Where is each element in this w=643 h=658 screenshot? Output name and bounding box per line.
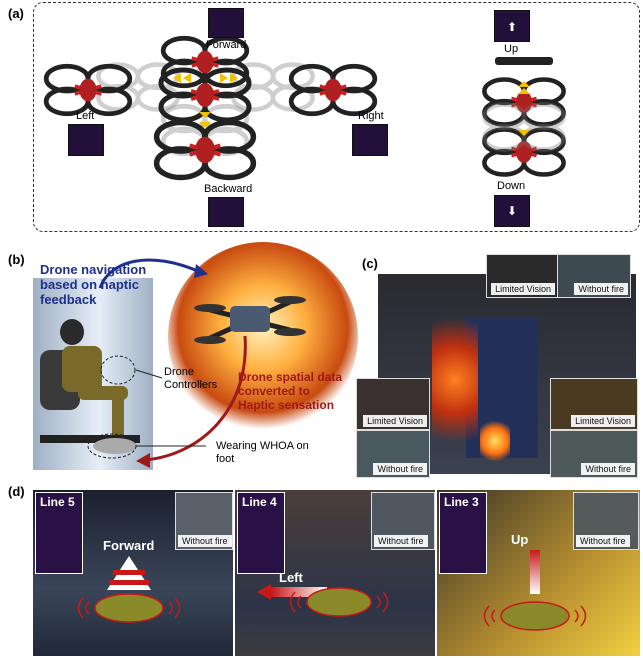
controllers-line2: Controllers [164, 379, 218, 391]
haptic-thumb-line3: Line 3 [439, 492, 487, 574]
panel-a-drone-illustration [33, 2, 638, 230]
drone-in-fire [194, 296, 306, 344]
haptic-thumb-right [352, 124, 388, 156]
inset-right-withoutfire: Without fire [550, 430, 638, 478]
nav-caption-line3: feedback [40, 292, 97, 307]
spatial-line2: converted to [238, 384, 311, 398]
inset-top-withoutfire-label: Without fire [574, 283, 628, 295]
drone-topview-line4 [306, 587, 372, 617]
firefighter-figure [40, 319, 140, 454]
building-fire [432, 300, 478, 460]
scene-line3: Line 3 Without fire Up [437, 490, 640, 656]
whoa-line1: Wearing WHOA on [216, 440, 309, 452]
inset-line3-withoutfire-label: Without fire [576, 535, 630, 547]
drone-topview-line3 [500, 601, 570, 631]
line4-label: Line 4 [242, 495, 277, 509]
panel-b-illustration [40, 258, 306, 468]
panel-b-label: (b) [8, 252, 25, 267]
scene-line5: Line 5 Without fire Forward [33, 490, 233, 656]
ground-fire [480, 420, 510, 462]
panel-d-label: (d) [8, 484, 25, 499]
whoa-line2: foot [216, 453, 235, 465]
haptic-thumb-forward [208, 8, 244, 38]
scene-line4: Line 4 Without fire Left [235, 490, 435, 656]
left-label: Left [279, 570, 303, 585]
controllers-line1: Drone [164, 366, 194, 378]
label-backward: Backward [204, 183, 253, 195]
haptic-thumb-line5: Line 5 [35, 492, 83, 574]
inset-left-limited-label: Limited Vision [363, 415, 427, 427]
inset-top-limited-label: Limited Vision [491, 283, 555, 295]
label-right: Right [358, 110, 384, 122]
scene-line3-graphics [483, 550, 587, 631]
line5-label: Line 5 [40, 495, 75, 509]
inset-line5-withoutfire-label: Without fire [178, 535, 232, 547]
haptic-thumb-left [68, 124, 104, 156]
scene-line4-graphics [257, 584, 389, 617]
inset-top-limited: Limited Vision [486, 254, 558, 298]
inset-right-limited-label: Limited Vision [571, 415, 635, 427]
up-label: Up [511, 532, 529, 547]
label-up: Up [504, 43, 519, 55]
drone-left [46, 66, 130, 114]
haptic-thumb-backward [208, 197, 244, 227]
inset-right-limited: Limited Vision [550, 378, 638, 430]
inset-line4-withoutfire: Without fire [371, 492, 435, 550]
inset-line5-withoutfire: Without fire [175, 492, 233, 550]
spatial-caption: Drone spatial data converted to Haptic s… [238, 370, 342, 412]
inset-right-withoutfire-label: Without fire [581, 463, 635, 475]
label-down: Down [497, 180, 526, 192]
nav-caption-line1: Drone navigation [40, 262, 147, 277]
haptic-thumb-line4: Line 4 [237, 492, 285, 574]
whoa-caption: Wearing WHOA on foot [216, 440, 309, 466]
scene-line5-graphics [77, 556, 181, 623]
nav-caption: Drone navigation based on haptic feedbac… [40, 262, 146, 307]
panel-c-label: (c) [362, 256, 378, 271]
spatial-line1: Drone spatial data [238, 370, 343, 384]
inset-top-withoutfire: Without fire [557, 254, 631, 298]
inset-line4-withoutfire-label: Without fire [374, 535, 428, 547]
inset-left-withoutfire: Without fire [356, 430, 430, 478]
nav-caption-line2: based on haptic [40, 277, 139, 292]
controllers-caption: Drone Controllers [164, 366, 217, 392]
line3-label: Line 3 [444, 495, 479, 509]
inset-left-limited: Limited Vision [356, 378, 430, 430]
label-left: Left [76, 110, 95, 122]
forward-label: Forward [103, 538, 155, 553]
drone-topview [94, 593, 164, 623]
label-forward: Forward [206, 39, 247, 51]
inset-line3-withoutfire: Without fire [573, 492, 639, 550]
arrow-up-icon: ⬆ [507, 20, 518, 34]
panel-a-label: (a) [8, 6, 24, 21]
panel-a-frame [33, 2, 640, 232]
spatial-line3: Haptic sensation [238, 398, 335, 412]
haptic-thumb-down: ⬇ [494, 195, 530, 227]
haptic-thumb-up: ⬆ [494, 10, 530, 42]
arrow-down-icon: ⬇ [507, 204, 518, 218]
inset-left-withoutfire-label: Without fire [373, 463, 427, 475]
